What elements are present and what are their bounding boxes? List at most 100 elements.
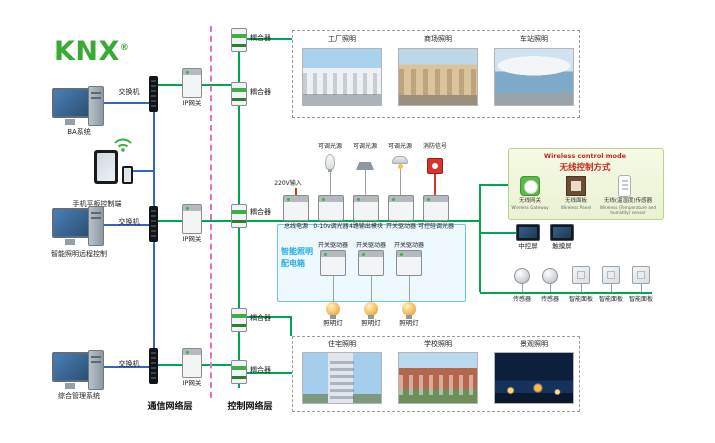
label-lamp: 照明灯 bbox=[399, 319, 419, 327]
registered-mark: ® bbox=[119, 43, 130, 53]
knx-logo-text: KNX bbox=[54, 36, 120, 67]
label-switch: 交换机 bbox=[118, 88, 140, 96]
label-communication-layer: 通信网络层 bbox=[147, 402, 193, 412]
label-smart-panel: 智能面板 bbox=[628, 296, 653, 303]
label-smart-panel: 智能面板 bbox=[598, 296, 623, 303]
label-dimmable-source: 可调光源 bbox=[352, 143, 377, 150]
label-coupler: 耦合器 bbox=[250, 34, 271, 42]
wireless-sensor-icon bbox=[618, 175, 631, 197]
label-switch-driver: 开关驱动器 bbox=[317, 242, 348, 249]
label-ba-system: BA系统 bbox=[67, 128, 91, 136]
wireless-panel-icon bbox=[566, 176, 586, 196]
connector-line bbox=[371, 276, 372, 302]
layer-divider-line bbox=[210, 26, 212, 398]
label-factory-lighting: 工厂照明 bbox=[328, 35, 356, 43]
label-mobile-control: 手机平板控制端 bbox=[72, 200, 122, 208]
connector-line bbox=[641, 284, 642, 292]
label-wireless-panel: 无线面板 Wireless Panel bbox=[548, 198, 604, 210]
label-switch: 交换机 bbox=[118, 218, 140, 226]
label-lamp: 照明灯 bbox=[323, 319, 343, 327]
connector-line bbox=[240, 372, 292, 374]
switch-icon bbox=[149, 348, 158, 384]
label-sensor: 传感器 bbox=[540, 296, 559, 303]
fire-signal-icon bbox=[427, 158, 443, 174]
panel-title-line2: 配电箱 bbox=[281, 259, 305, 268]
connector-line bbox=[333, 276, 334, 302]
label-ip-gateway: IP网关 bbox=[182, 379, 202, 387]
tower-icon bbox=[88, 350, 104, 390]
connector-line bbox=[100, 366, 154, 368]
connector-line bbox=[400, 169, 401, 195]
sconce-lamp-icon bbox=[392, 156, 408, 169]
photo-factory-lighting bbox=[302, 48, 382, 106]
wifi-icon bbox=[114, 138, 132, 152]
connector-line bbox=[479, 184, 481, 292]
monitor-icon bbox=[52, 88, 90, 125]
wireless-panel-cn: 无线面板 bbox=[564, 198, 587, 204]
fire-signal-line bbox=[434, 174, 436, 195]
label-smart-panel: 智能面板 bbox=[568, 296, 593, 303]
touch-screen-icon bbox=[550, 224, 574, 241]
wireless-sensor-en: Wireless (Temperature and humidity) sens… bbox=[599, 204, 657, 216]
connector-line bbox=[409, 276, 410, 302]
label-lamp: 照明灯 bbox=[361, 319, 381, 327]
label-residential-lighting: 住宅照明 bbox=[328, 340, 356, 348]
workstation-mgmt-icon bbox=[52, 350, 106, 390]
connector-line bbox=[581, 284, 582, 292]
connector-line bbox=[480, 184, 508, 186]
smart-panel-icon bbox=[602, 266, 620, 284]
label-management-system: 综合管理系统 bbox=[58, 392, 100, 400]
label-sensor: 传感器 bbox=[512, 296, 531, 303]
thyristor-dimmer-module bbox=[423, 195, 449, 221]
ip-gateway-icon bbox=[182, 348, 202, 378]
wireless-sensor-cn: 无线(温湿度)传感器 bbox=[603, 198, 653, 204]
wireless-gateway-en: Wireless Gateway bbox=[511, 204, 549, 210]
label-wireless-sensor: 无线(温湿度)传感器 Wireless (Temperature and hum… bbox=[596, 198, 660, 215]
photo-residential-lighting bbox=[302, 352, 382, 404]
label-dimmable-source: 可调光源 bbox=[317, 143, 342, 150]
connector-line bbox=[522, 284, 523, 292]
connector-line bbox=[132, 170, 154, 172]
label-touch-screen: 触摸屏 bbox=[552, 242, 572, 250]
coupler-icon bbox=[231, 360, 247, 384]
label-central-screen: 中控屏 bbox=[518, 242, 538, 250]
smart-panel-icon bbox=[572, 266, 590, 284]
knx-logo: KNX® bbox=[54, 38, 129, 65]
connector-line bbox=[365, 170, 366, 195]
connector-line bbox=[240, 38, 292, 40]
photo-landscape-lighting bbox=[494, 352, 574, 404]
connector-line bbox=[550, 284, 551, 292]
label-school-lighting: 学校照明 bbox=[424, 340, 452, 348]
connector-line bbox=[480, 232, 516, 234]
label-mall-lighting: 商场照明 bbox=[424, 35, 452, 43]
label-control-layer: 控制网络层 bbox=[227, 402, 273, 412]
smart-panel-icon bbox=[632, 266, 650, 284]
monitor-icon bbox=[52, 352, 90, 389]
label-coupler: 耦合器 bbox=[250, 314, 271, 322]
workstation-remote-icon bbox=[52, 206, 106, 246]
coupler-icon bbox=[231, 82, 247, 106]
connector-line bbox=[100, 224, 154, 226]
switch-driver-module bbox=[396, 250, 422, 276]
connector-line bbox=[330, 170, 331, 195]
wireless-title-cn: 无线控制方式 bbox=[559, 163, 611, 173]
wireless-gateway-icon bbox=[520, 176, 540, 196]
label-ip-gateway: IP网关 bbox=[182, 235, 202, 243]
photo-school-lighting bbox=[398, 352, 478, 404]
wireless-panel-en: Wireless Panel bbox=[560, 204, 592, 210]
label-wireless-gateway: 无线网关 Wireless Gateway bbox=[502, 198, 558, 210]
output-module bbox=[353, 195, 379, 221]
switch-actuator-module bbox=[388, 195, 414, 221]
sensor-icon bbox=[514, 268, 530, 284]
label-thyristor-dimmer: 可控硅调光器 bbox=[417, 223, 454, 230]
downlight-icon bbox=[356, 162, 374, 170]
central-screen-icon bbox=[516, 224, 540, 241]
panel-title-line1: 智能照明 bbox=[281, 247, 313, 256]
connector-line bbox=[240, 220, 479, 222]
label-switch-actuator: 开关驱动器 bbox=[385, 223, 416, 230]
tower-icon bbox=[88, 86, 104, 126]
label-remote-control: 智能照明远程控制 bbox=[51, 250, 107, 258]
tablet-icon bbox=[94, 150, 118, 184]
connector-line bbox=[240, 316, 292, 318]
